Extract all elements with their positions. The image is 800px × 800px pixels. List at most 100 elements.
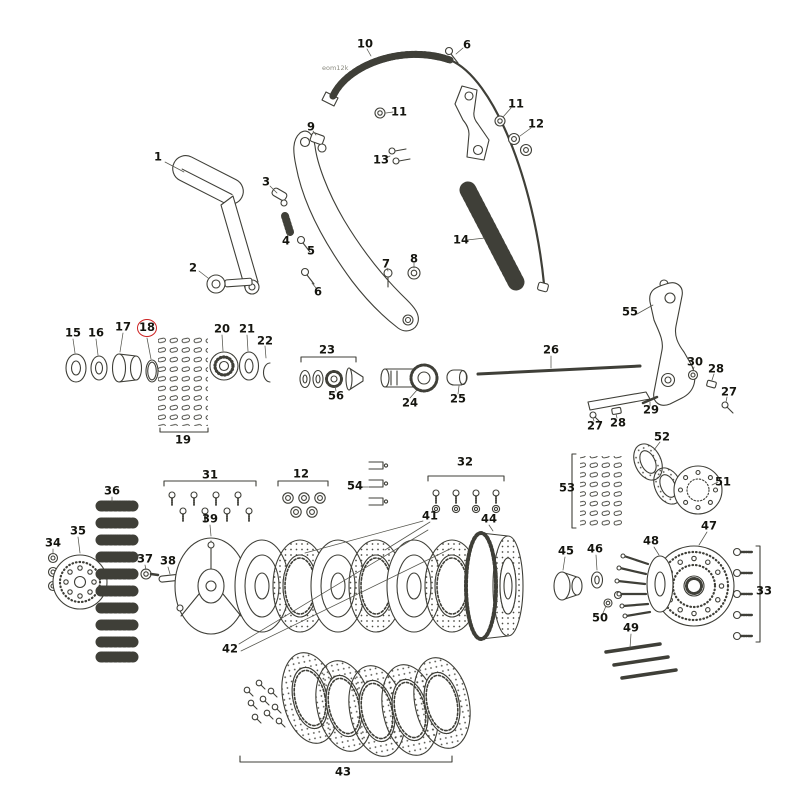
callout-9: 9 — [306, 119, 316, 134]
callout-6: 6 — [313, 284, 323, 299]
callout-13: 13 — [372, 152, 390, 167]
part-disc-screws — [243, 679, 286, 728]
callout-49: 49 — [622, 620, 640, 635]
callout-7: 7 — [381, 256, 391, 271]
callout-51: 51 — [714, 474, 732, 489]
callout-29: 29 — [642, 402, 660, 417]
callout-39: 39 — [201, 511, 219, 526]
callout-41: 41 — [421, 508, 439, 523]
callout-10: 10 — [356, 36, 374, 51]
callout-42: 42 — [221, 641, 239, 656]
callout-2: 2 — [188, 260, 198, 275]
part-cable-fitting-9 — [309, 132, 327, 153]
callout-14: 14 — [452, 232, 470, 247]
callout-43: 43 — [334, 764, 352, 779]
callout-17: 17 — [114, 319, 132, 334]
part-nuts-12-top — [507, 132, 533, 157]
part-foot-pedal-lever — [172, 155, 260, 295]
callout-20: 20 — [213, 321, 231, 336]
part-small-spring-4 — [281, 212, 294, 236]
callout-11: 11 — [507, 96, 525, 111]
part-friction-disc-kit-43 — [239, 646, 479, 763]
part-nut-8 — [407, 266, 421, 280]
callout-36: 36 — [103, 483, 121, 498]
part-nut-11-right — [494, 115, 506, 127]
callout-44: 44 — [480, 511, 498, 526]
callout-19: 19 — [174, 432, 192, 447]
part-screw-7 — [383, 268, 393, 288]
watermark-text: eom12k — [322, 64, 349, 72]
callout-54: 54 — [346, 478, 364, 493]
callout-52: 52 — [653, 429, 671, 444]
callout-28: 28 — [609, 415, 627, 430]
part-studs-49 — [604, 642, 678, 680]
callout-47: 47 — [700, 518, 718, 533]
part-bolt-37 — [140, 568, 160, 580]
callout-30: 30 — [686, 354, 704, 369]
part-cable-clamp-3 — [271, 187, 288, 207]
part-adjuster-45 — [553, 571, 583, 601]
part-mounting-bracket — [454, 85, 490, 161]
part-screws-32 — [427, 475, 505, 514]
part-roller-25 — [446, 369, 468, 386]
part-clutch-springs-36 — [95, 500, 139, 663]
part-rollers-19 — [158, 334, 209, 433]
callout-12: 12 — [527, 116, 545, 131]
part-screw-6-lower — [300, 267, 315, 285]
callout-27: 27 — [586, 418, 604, 433]
part-pedal-rod-knob — [206, 274, 253, 294]
callout-31: 31 — [201, 467, 219, 482]
part-washer-16 — [90, 355, 108, 381]
callout-56: 56 — [327, 388, 345, 403]
part-washer-21 — [238, 351, 260, 381]
callout-12: 12 — [292, 466, 310, 481]
part-screws-31 — [163, 480, 257, 523]
callout-50: 50 — [591, 610, 609, 625]
callout-27: 27 — [720, 384, 738, 399]
part-screws-13 — [388, 147, 411, 165]
callout-3: 3 — [261, 174, 271, 189]
part-release-finger-group — [587, 369, 734, 422]
callout-23: 23 — [318, 342, 336, 357]
part-nut-11-left — [374, 107, 386, 119]
part-rollers-53 — [571, 453, 624, 529]
part-clutch-shell-44 — [464, 531, 524, 641]
part-washer-15 — [65, 353, 87, 383]
callout-45: 45 — [557, 543, 575, 558]
part-clip-22 — [262, 362, 271, 383]
callout-21: 21 — [238, 321, 256, 336]
callout-48: 48 — [642, 533, 660, 548]
part-stud-hub-48 — [614, 553, 674, 619]
callout-35: 35 — [69, 523, 87, 538]
callout-4: 4 — [281, 233, 291, 248]
callout-55: 55 — [621, 304, 639, 319]
part-clutch-release-arm — [293, 130, 419, 332]
part-clips-54 — [368, 461, 389, 506]
callout-11: 11 — [390, 104, 408, 119]
callout-16: 16 — [87, 325, 105, 340]
part-bushing-17 — [111, 353, 143, 383]
part-gear-shaft-24 — [380, 363, 439, 393]
part-screw-6-top — [444, 46, 459, 64]
leader-lines — [52, 47, 728, 652]
part-pressure-plate-39 — [174, 537, 248, 635]
part-adjuster-group-23 — [299, 356, 364, 391]
callout-18: 18 — [136, 319, 158, 337]
callout-22: 22 — [256, 333, 274, 348]
part-return-spring-14 — [459, 181, 525, 291]
part-spring-collar-35 — [52, 554, 108, 610]
part-pushrod-26 — [476, 364, 642, 376]
part-release-lever-55 — [649, 279, 696, 406]
callout-46: 46 — [586, 541, 604, 556]
part-gasket-51 — [673, 465, 723, 515]
callout-5: 5 — [306, 243, 316, 258]
part-bearing-20 — [209, 351, 239, 381]
callout-34: 34 — [44, 535, 62, 550]
callout-15: 15 — [64, 325, 82, 340]
callout-32: 32 — [456, 454, 474, 469]
callout-33: 33 — [755, 583, 773, 598]
callout-38: 38 — [159, 553, 177, 568]
